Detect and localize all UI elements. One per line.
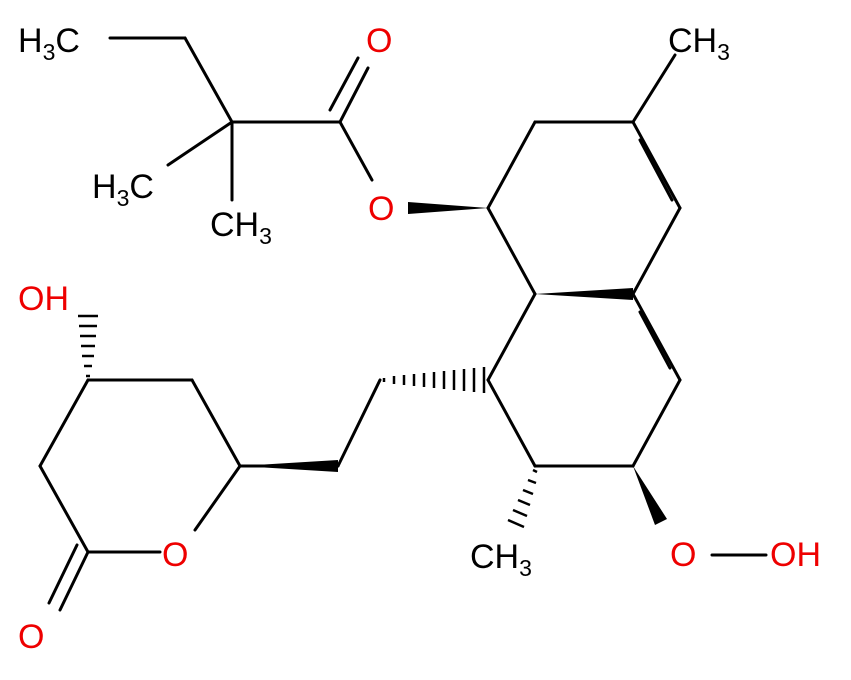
- hash-chain-ring: [382, 367, 486, 393]
- bond-lac-6: [193, 464, 242, 532]
- bond-ring-b1: [631, 292, 682, 382]
- bond-lac-3: [38, 378, 90, 468]
- bond-ring-b4: [486, 378, 537, 468]
- label-h3c-left: H3C: [92, 168, 154, 211]
- double-bond-ester-c=o-b: [328, 56, 360, 112]
- label-ch3-ring-top: CH3: [668, 22, 730, 65]
- double-bonds: [47, 56, 674, 612]
- hash-bonds: [78, 314, 538, 529]
- label-ooh-oh: OH: [770, 536, 821, 574]
- double-bond-ring-bottom: [638, 310, 672, 370]
- label-ch3-ring-bottom: CH3: [470, 538, 532, 581]
- label-o-carbonyl-lactone: O: [18, 618, 44, 656]
- bond-ring-b2: [631, 378, 682, 468]
- hash-ring-methyl: [507, 468, 538, 529]
- wedge-ooh: [633, 466, 667, 525]
- hash-lactone-oh: [78, 314, 98, 378]
- label-ooh-o: O: [670, 536, 696, 574]
- double-bond-ring-top: [638, 138, 674, 202]
- label-ch3-gem: CH3: [210, 206, 272, 249]
- single-bonds: [38, 36, 768, 557]
- bond-ring-a4: [631, 206, 682, 296]
- label-o-ester: O: [368, 190, 394, 228]
- wedge-ester-o: [408, 202, 488, 214]
- bond-ch2-cq: [183, 36, 234, 124]
- bond-lac-1: [190, 378, 242, 468]
- double-bond-lactone-c=o-b: [47, 543, 79, 605]
- label-h3c-top-left: H3C: [18, 22, 80, 65]
- bond-ch3-cq: [166, 120, 234, 167]
- bond-ring-a3: [631, 120, 682, 210]
- label-o-carbonyl-ester: O: [366, 22, 392, 60]
- wedge-ring-junction: [535, 288, 633, 300]
- label-o-ring-lactone: O: [162, 536, 188, 574]
- bond-chain-1: [336, 378, 382, 468]
- label-oh-lactone: OH: [18, 280, 69, 318]
- bond-ring-methyl: [631, 53, 677, 124]
- double-bond-ester-c=o-a: [338, 66, 370, 124]
- wedge-bonds: [240, 202, 667, 525]
- bond-ring-b5: [486, 292, 537, 382]
- atom-labels: H3C H3C CH3 CH3 CH3 O O OH O O O OH: [18, 22, 821, 656]
- bond-co-oester: [338, 120, 374, 182]
- bond-ring-a5: [486, 206, 537, 296]
- bond-lac-4: [38, 464, 90, 554]
- double-bond-lactone-c=o-a: [58, 550, 90, 612]
- bond-ring-a1: [486, 120, 537, 210]
- wedge-lactone-chain: [240, 460, 338, 472]
